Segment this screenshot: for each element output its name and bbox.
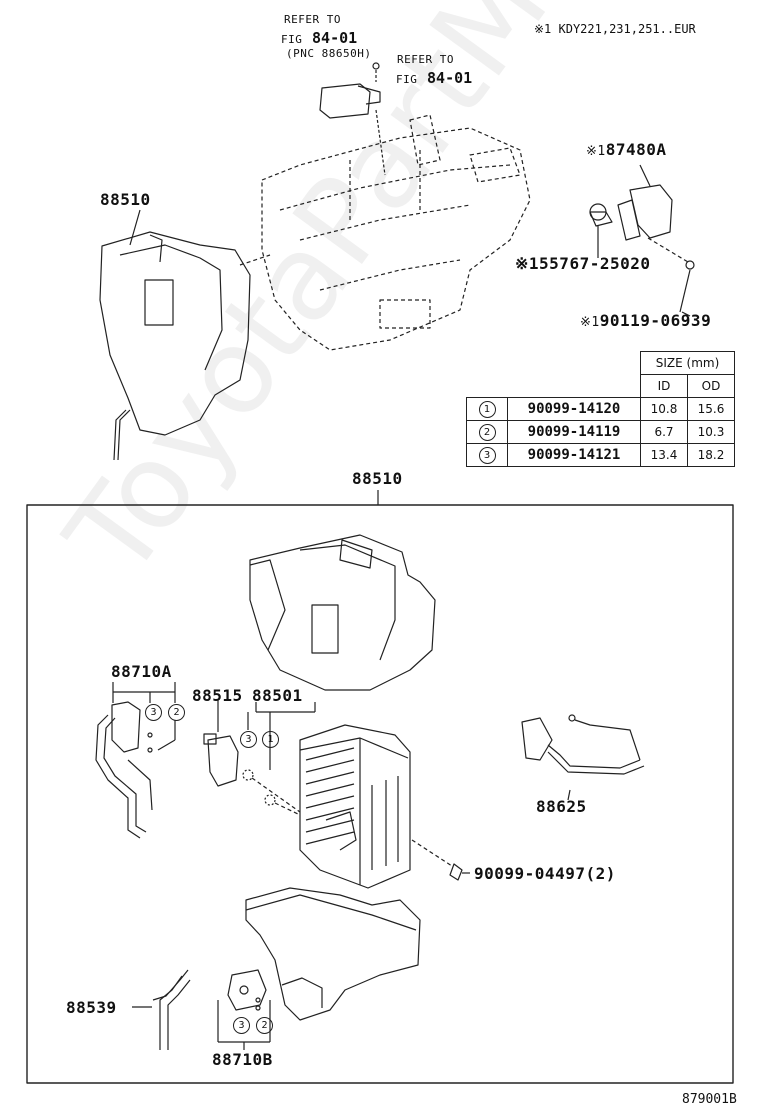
figure-id: 879001B (682, 1092, 737, 1107)
table-part-number[interactable]: 90099-14121 (507, 443, 641, 467)
table-od: 18.2 (687, 443, 735, 467)
callout-3-88501: 3 (240, 731, 257, 748)
sensor-87480a-drawing (589, 164, 695, 313)
circle-number: 2 (478, 423, 496, 441)
ref2-fig-label: FIG (396, 73, 418, 86)
table-id: 13.4 (640, 443, 688, 467)
assembly-box (26, 504, 734, 1084)
callout-3-88710a: 3 (145, 704, 162, 721)
callout-3-88710b: 3 (233, 1017, 250, 1034)
part-88625[interactable]: 88625 (536, 797, 587, 816)
applicability-note: ※1 KDY221,231,251..EUR (534, 22, 696, 36)
ref1-fig-number: 84-01 (312, 29, 358, 47)
callout-1-88501: 1 (262, 731, 279, 748)
part-90119-06939[interactable]: ※190119-06939 (580, 311, 711, 330)
table-id: 6.7 (640, 420, 688, 444)
size-col-od: OD (687, 374, 735, 398)
housing-lower-drawing (245, 887, 421, 1021)
part-90119-number: 90119-06939 (599, 311, 712, 330)
table-part-number[interactable]: 90099-14119 (507, 420, 641, 444)
part-88710b[interactable]: 88710B (212, 1050, 273, 1069)
table-od: 15.6 (687, 397, 735, 421)
pipe-88710a-drawing (95, 682, 176, 839)
callout-2-88710b: 2 (256, 1017, 273, 1034)
part-88539[interactable]: 88539 (66, 998, 117, 1017)
callout-2-88710a: 2 (168, 704, 185, 721)
ref1-pnc: (PNC 88650H) (286, 47, 372, 60)
valve-88710b-drawing (217, 969, 271, 1050)
table-row: 3 90099-14121 13.4 18.2 (466, 443, 735, 467)
table-row: 2 90099-14119 6.7 10.3 (466, 420, 735, 444)
heater-unit-drawing (261, 114, 531, 351)
valve-88515-drawing (203, 700, 239, 787)
bolt-90099-04497-drawing (411, 839, 470, 881)
ref2-line1: REFER TO (397, 53, 454, 66)
size-table-title: SIZE (mm) (640, 351, 735, 375)
part-87480a-mark: ※1 (586, 144, 606, 159)
size-table: SIZE (mm) ID OD 1 90099-14120 10.8 15.6 … (466, 351, 735, 467)
ref1-fig[interactable]: FIG 84-01 (281, 28, 357, 47)
table-row: 1 90099-14120 10.8 15.6 (466, 397, 735, 421)
size-col-id: ID (640, 374, 688, 398)
table-part-number[interactable]: 90099-14120 (507, 397, 641, 421)
part-88515[interactable]: 88515 (192, 686, 243, 705)
evaporator-housing-top-drawing (99, 231, 271, 461)
part-90099-04497[interactable]: 90099-04497(2) (474, 864, 616, 883)
harness-88625-drawing (521, 714, 645, 801)
connector-bracket-drawing (319, 62, 386, 176)
part-87480a[interactable]: ※187480A (586, 140, 667, 159)
hose-88539-drawing (132, 969, 191, 1050)
part-88510-top[interactable]: 88510 (100, 190, 151, 209)
table-id: 10.8 (640, 397, 688, 421)
ref1-line1: REFER TO (284, 13, 341, 26)
part-88501[interactable]: 88501 (252, 686, 303, 705)
ref2-fig-number: 84-01 (427, 69, 473, 87)
table-od: 10.3 (687, 420, 735, 444)
housing-upper-drawing (249, 534, 436, 691)
part-87480a-number: 87480A (605, 140, 667, 159)
ref2-fig[interactable]: FIG 84-01 (396, 68, 472, 87)
evaporator-core-88501-drawing (242, 702, 411, 889)
circle-number: 3 (478, 446, 496, 464)
part-155767-25020[interactable]: ※155767-25020 (515, 254, 651, 273)
part-88710a[interactable]: 88710A (111, 662, 172, 681)
part-88510-box[interactable]: 88510 (352, 469, 403, 488)
ref1-fig-label: FIG (281, 33, 303, 46)
circle-number: 1 (478, 400, 496, 418)
part-90119-mark: ※1 (580, 315, 600, 330)
